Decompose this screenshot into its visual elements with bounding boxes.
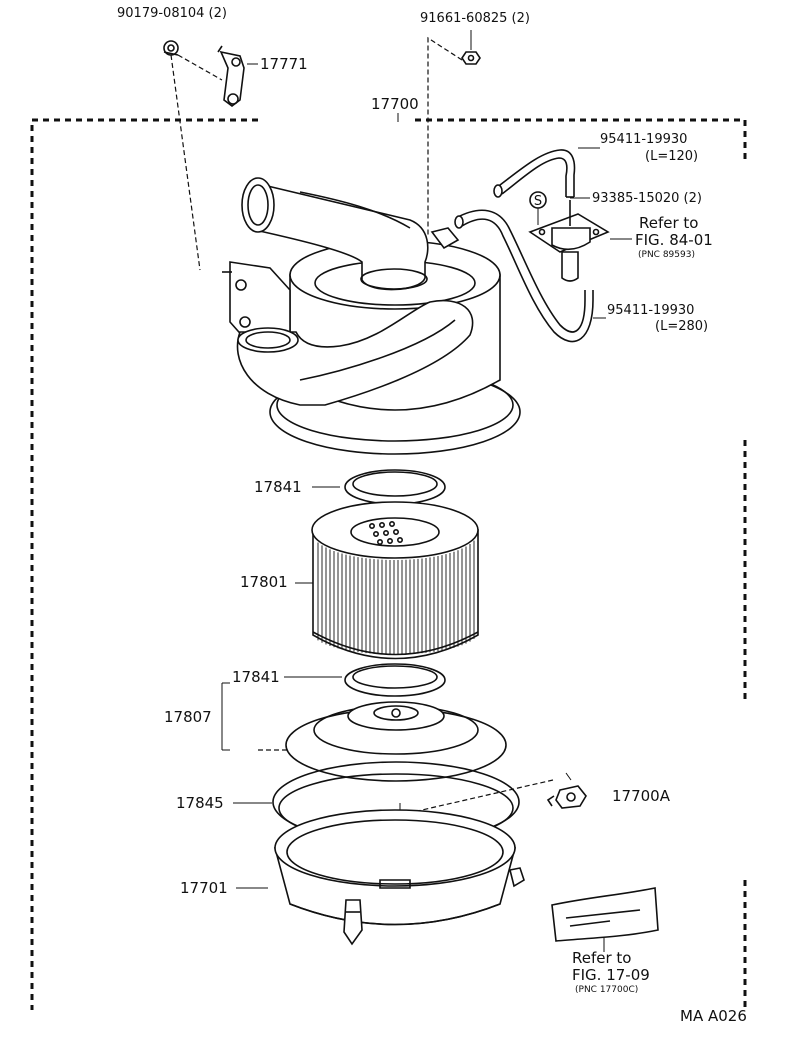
label-ring: 17845: [176, 794, 224, 812]
long-hose-part[interactable]: [454, 209, 594, 343]
air-cleaner-case[interactable]: [273, 809, 525, 946]
label-long-hose-length: (L=280): [655, 319, 708, 334]
label-cleaner-assy: 17700: [371, 95, 419, 113]
filter-element-part[interactable]: [311, 501, 479, 660]
leader-nut: [427, 36, 463, 235]
leader-bracket: [177, 54, 223, 81]
s-mark-symbol: S: [529, 191, 547, 209]
top-gasket-part[interactable]: [344, 469, 446, 505]
label-bracket: 17771: [260, 55, 308, 73]
leader-clip-bolt: [170, 54, 201, 271]
clip-bolt-part[interactable]: [163, 40, 179, 56]
label-top-gasket: 17841: [254, 478, 302, 496]
label-case: 17701: [180, 879, 228, 897]
svg-text:S: S: [534, 194, 542, 209]
clamp-part[interactable]: [546, 785, 587, 809]
leader-clamp: [399, 779, 554, 816]
label-valve-screw: 93385-15020 (2): [592, 191, 702, 206]
label-clip-bolt: 90179-08104 (2): [117, 6, 227, 21]
air-cleaner-cap[interactable]: [222, 177, 521, 455]
label-short-hose-length: (L=120): [645, 149, 698, 164]
label-nut: 91661-60825 (2): [420, 11, 530, 26]
label-ref2-fig[interactable]: FIG. 17-09: [572, 966, 650, 984]
label-ref1-pnc: (PNC 89593): [638, 250, 695, 260]
short-hose-part[interactable]: [493, 149, 576, 198]
label-ref2-pnc: (PNC 17700C): [575, 985, 638, 995]
decal-part[interactable]: [551, 887, 659, 942]
filter-pleats: [317, 540, 475, 655]
label-ref2-title: Refer to: [572, 949, 631, 967]
bracket-part[interactable]: [217, 45, 245, 107]
assembly-boundary: [30, 118, 747, 1010]
vacuum-valve-part[interactable]: [528, 200, 610, 282]
label-ref1-fig[interactable]: FIG. 84-01: [635, 231, 713, 249]
label-clamp: 17700A: [612, 787, 671, 805]
inner-housing-part[interactable]: [285, 701, 507, 782]
leader-clamp-tick: [565, 772, 572, 781]
label-long-hose: 95411-19930: [607, 303, 694, 318]
label-element: 17801: [240, 573, 288, 591]
label-element-sub-assy: 17807: [164, 708, 212, 726]
element-sub-assy-bracket: [221, 682, 230, 751]
element-holes: [368, 520, 403, 545]
nut-part[interactable]: [461, 51, 481, 65]
label-bottom-gasket: 17841: [232, 668, 280, 686]
label-diagram-code: MA A026: [680, 1007, 747, 1025]
bottom-gasket-part[interactable]: [344, 663, 446, 697]
label-short-hose: 95411-19930: [600, 132, 687, 147]
label-ref1-title: Refer to: [639, 214, 698, 232]
